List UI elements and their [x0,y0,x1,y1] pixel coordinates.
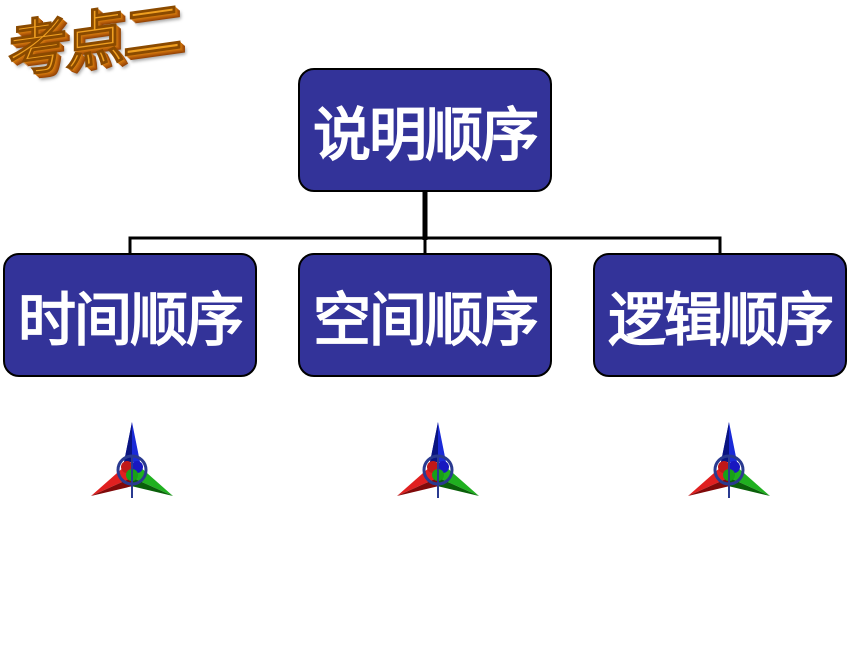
child-node-space: 空间顺序 [298,253,552,377]
compass-star-icon [397,422,479,498]
child-node-time: 时间顺序 [3,253,257,377]
child-node-label: 逻辑顺序 [607,286,834,354]
compass-star-icon [91,422,173,498]
child-node-label: 空间顺序 [312,286,539,354]
compass-star-icon [688,422,770,498]
child-node-label: 时间顺序 [17,286,244,354]
child-node-logic: 逻辑顺序 [593,253,847,377]
root-node: 说明顺序 [298,68,552,192]
root-node-label: 说明顺序 [312,101,539,169]
